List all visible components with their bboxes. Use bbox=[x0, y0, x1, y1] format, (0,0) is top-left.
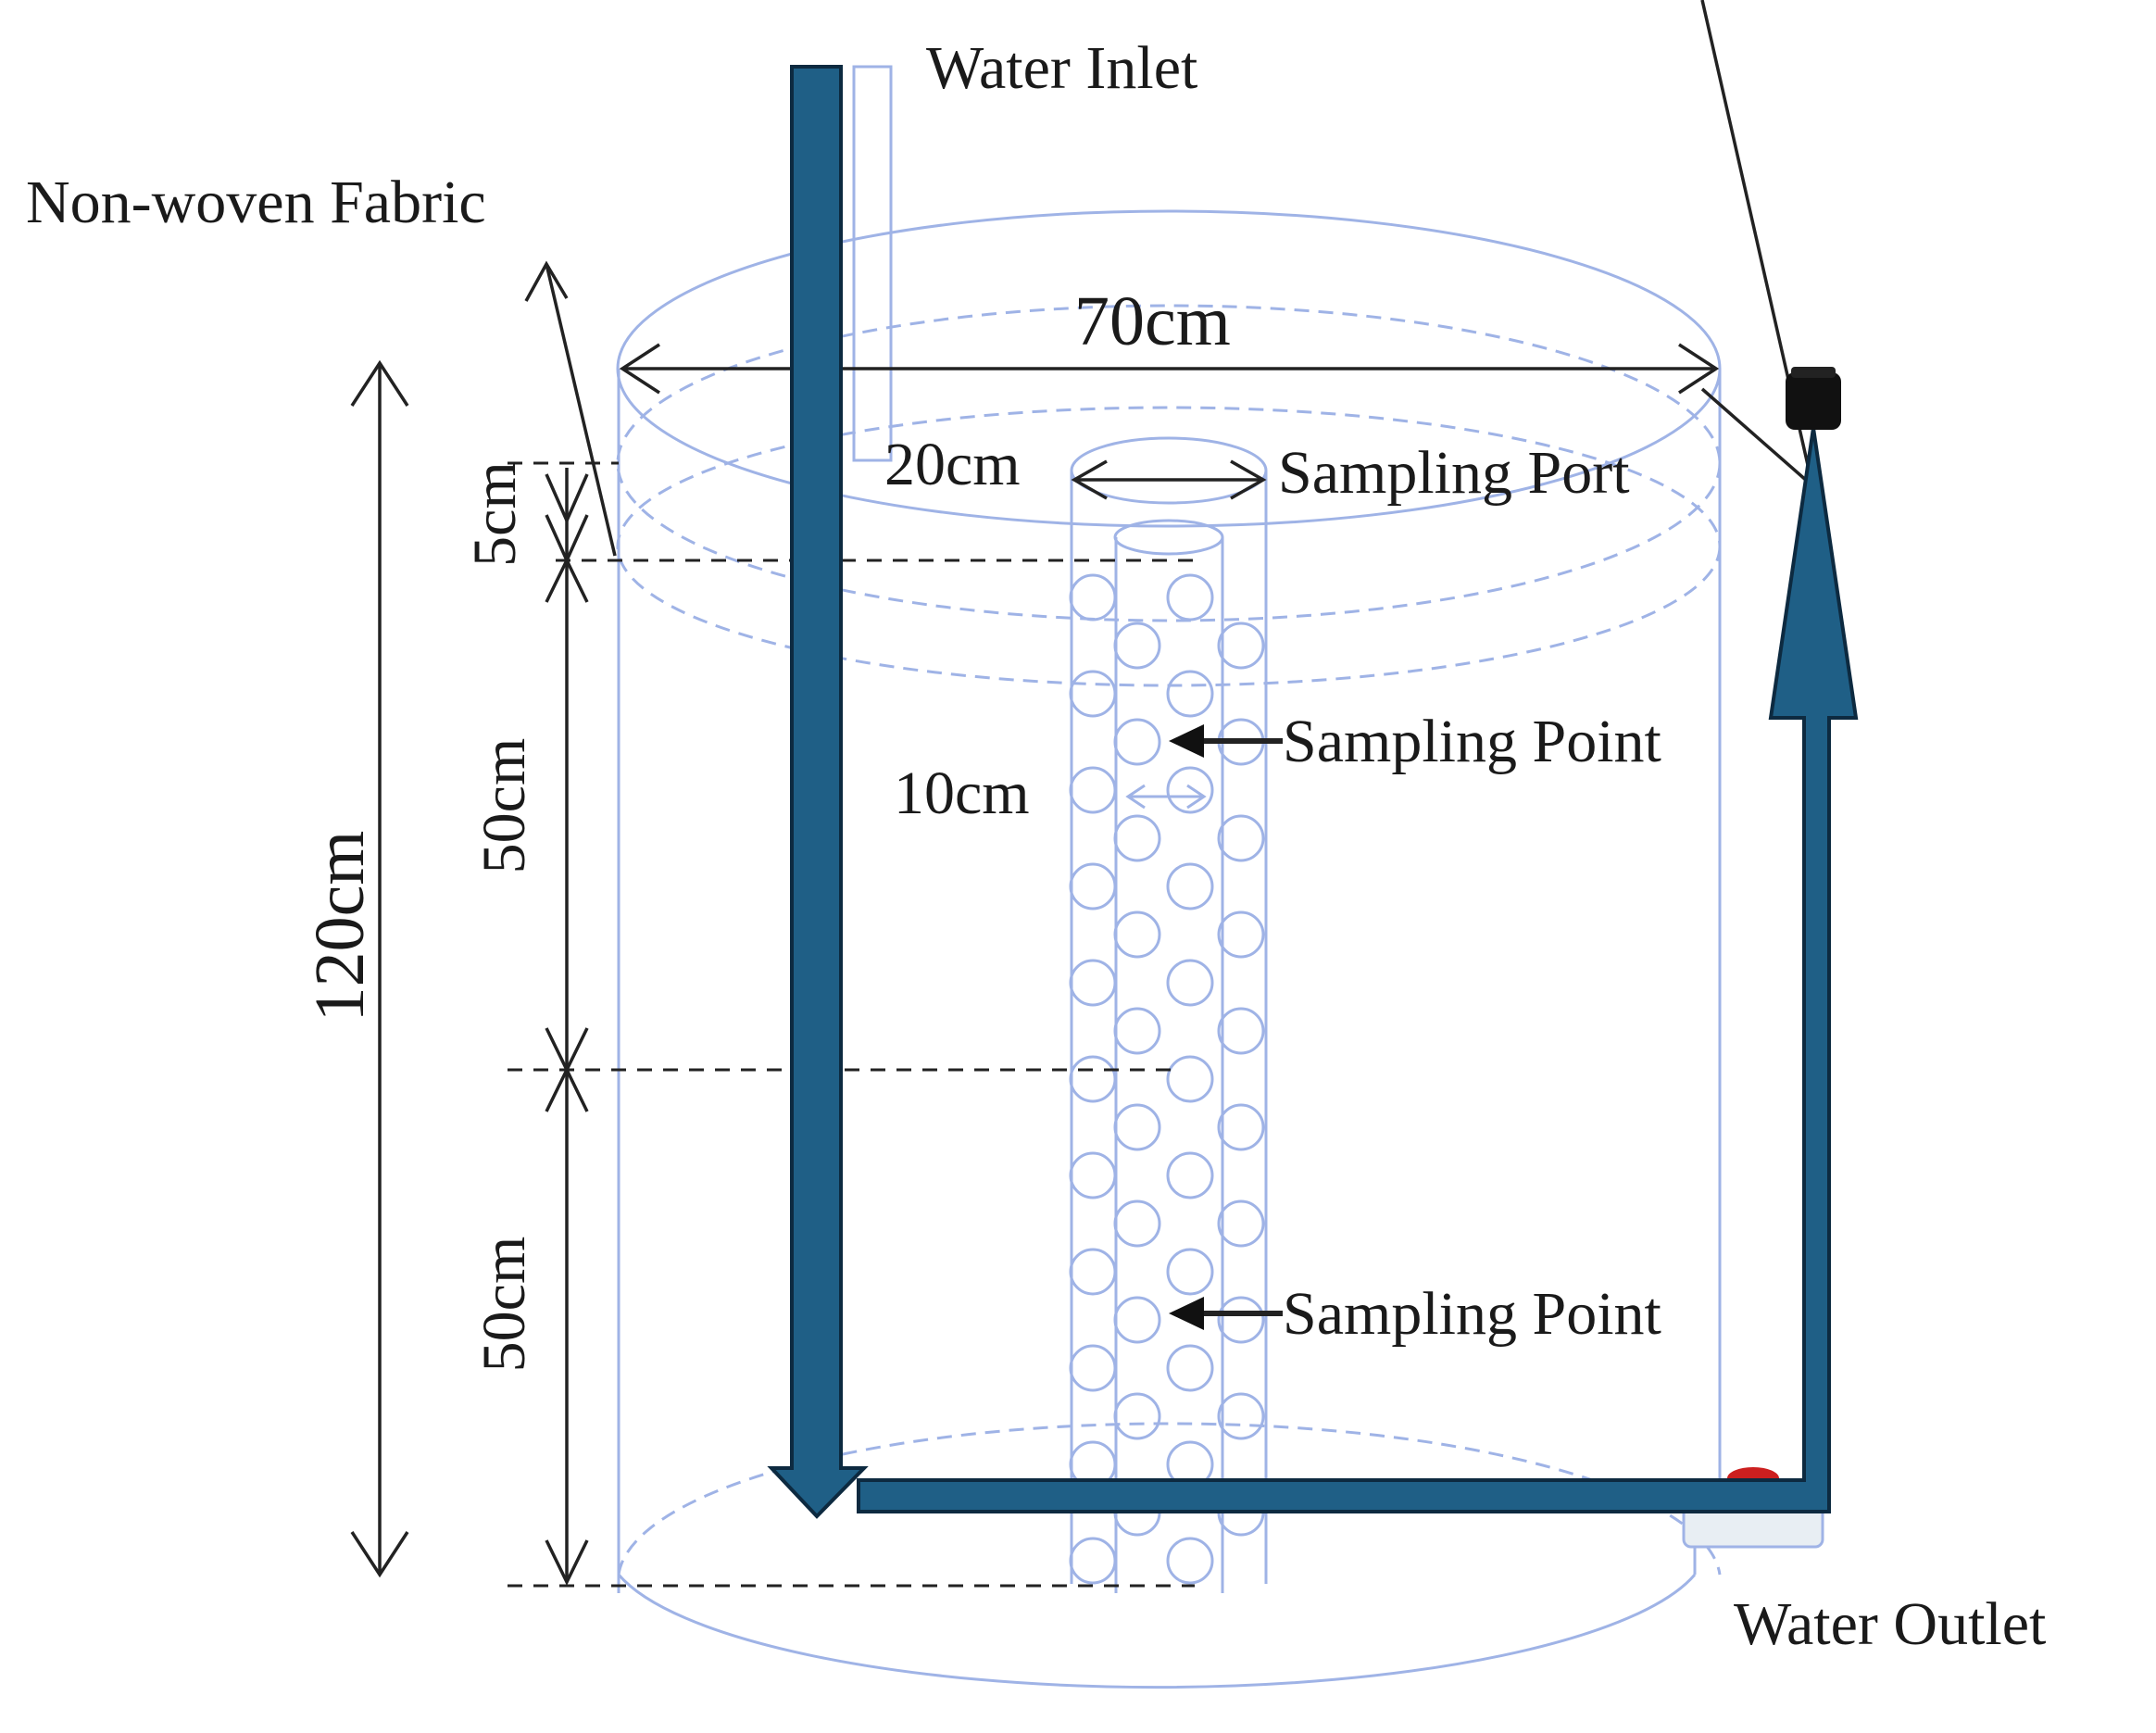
perforation-hole bbox=[1069, 959, 1117, 1007]
perforation-holes bbox=[1069, 573, 1265, 1585]
perforation-hole bbox=[1217, 910, 1265, 959]
perforation-hole bbox=[1166, 862, 1214, 910]
perforation-hole bbox=[1217, 1199, 1265, 1248]
perforation-hole bbox=[1217, 1103, 1265, 1151]
inlet-tube bbox=[852, 65, 893, 462]
perforation-hole bbox=[1069, 1344, 1117, 1392]
outlet-pipe bbox=[857, 367, 1859, 1513]
perforation-hole bbox=[1166, 959, 1214, 1007]
perforation-hole bbox=[1217, 1296, 1265, 1344]
perforation-hole bbox=[1166, 766, 1214, 814]
label-water-inlet: Water Inlet bbox=[926, 34, 1197, 102]
label-diameter: 70cm bbox=[1074, 283, 1231, 360]
inlet-pipe bbox=[767, 65, 869, 1519]
perforation-hole bbox=[1113, 1007, 1161, 1055]
perforation-hole bbox=[1069, 766, 1117, 814]
dimension-lines bbox=[350, 0, 1810, 1588]
perforation-hole bbox=[1069, 1055, 1117, 1103]
label-water-outlet: Water Outlet bbox=[1734, 1590, 2046, 1658]
label-top-gap: 5cm bbox=[461, 461, 529, 567]
perforation-hole bbox=[1166, 1537, 1214, 1585]
perforation-hole bbox=[1113, 1103, 1161, 1151]
label-upper-layer: 50cm bbox=[470, 738, 538, 874]
label-inner-diameter: 20cm bbox=[884, 431, 1021, 498]
label-sampling-port: Sampling Port bbox=[1278, 439, 1630, 507]
perforation-hole bbox=[1069, 573, 1117, 622]
label-sampling-point-lower: Sampling Point bbox=[1283, 1280, 1661, 1348]
perforation-hole bbox=[1113, 1392, 1161, 1440]
label-non-woven-fabric: Non-woven Fabric bbox=[26, 169, 486, 236]
perforation-hole bbox=[1113, 1199, 1161, 1248]
label-lower-layer: 50cm bbox=[470, 1237, 538, 1373]
perforation-hole bbox=[1217, 1392, 1265, 1440]
perforation-hole bbox=[1166, 1248, 1214, 1296]
perforation-hole bbox=[1069, 1537, 1117, 1585]
label-sampling-point-upper: Sampling Point bbox=[1283, 708, 1661, 775]
perforation-hole bbox=[1217, 622, 1265, 670]
perforation-hole bbox=[1166, 1344, 1214, 1392]
perforation-hole bbox=[1069, 670, 1117, 718]
label-sampling-spacing: 10cm bbox=[894, 760, 1030, 827]
perforation-hole bbox=[1069, 1248, 1117, 1296]
label-total-height: 120cm bbox=[301, 831, 379, 1023]
perforation-hole bbox=[1113, 718, 1161, 766]
perforation-hole bbox=[1113, 622, 1161, 670]
perforation-hole bbox=[1217, 814, 1265, 862]
perforation-hole bbox=[1166, 670, 1214, 718]
inner-perforated-tube bbox=[1069, 436, 1268, 1593]
perforation-hole bbox=[1069, 862, 1117, 910]
perforation-hole bbox=[1113, 910, 1161, 959]
perforation-hole bbox=[1113, 1296, 1161, 1344]
perforation-hole bbox=[1069, 1151, 1117, 1199]
perforation-hole bbox=[1113, 814, 1161, 862]
perforation-hole bbox=[1166, 1151, 1214, 1199]
perforation-hole bbox=[1166, 1055, 1214, 1103]
perforation-hole bbox=[1166, 573, 1214, 622]
perforation-hole bbox=[1217, 1007, 1265, 1055]
